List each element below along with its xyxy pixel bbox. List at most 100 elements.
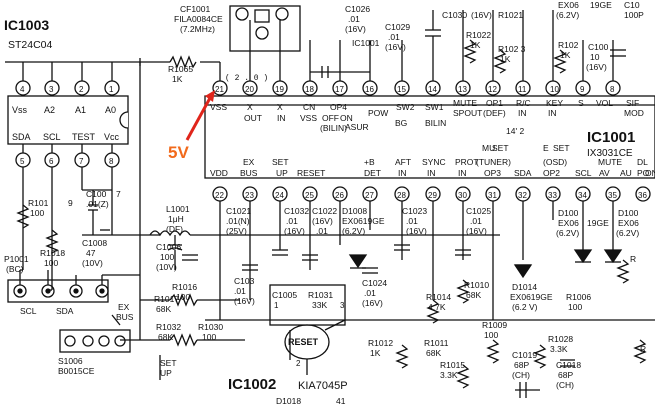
s1006-part: B0015CE [58,366,95,376]
c1006-value: 100 [160,252,174,262]
ic1002-reset-label: RESET [288,337,319,347]
bottom-mark: 41 [336,396,346,405]
pin-num: 26 [335,191,344,200]
pin-num: 27 [365,191,374,200]
r1030-value: 100 [202,332,216,342]
r1011-label: R1011 [424,338,449,348]
right-part-labels: R1014 4.7K R1010 68K R1012 1K R1011 68K … [276,208,646,405]
pin-num: 28 [397,191,406,200]
r1012-value: 1K [370,348,381,358]
pin-num: 17 [335,85,344,94]
r1009-value: 100 [484,330,498,340]
ic1002-part: KIA7045P [298,380,348,392]
pin-label: OP3 [484,168,501,178]
c1032-rating: (16V) [284,226,305,236]
ic1003-pin-label: A0 [105,105,116,115]
pin-label: BG [395,118,407,128]
r1026-value: 1K [560,50,571,60]
pin-label: (DEF) [483,108,506,118]
r1016-label: R1016 [172,282,197,292]
pin-label: VOL [596,98,613,108]
c1019-label: C1019 [512,350,537,360]
c1032-label: C1032 [284,206,309,216]
d1002-label: D100 [558,208,579,218]
ic1003-pin-num: 4 [20,85,25,94]
ex06-value: (6.2V) [556,10,579,20]
mid-part-labels: L1001 1μH (DF) C1006 100 (10V) C1021 .01… [156,204,491,310]
pin-num: 11 [518,85,527,94]
d1003-part: EX06 [618,218,639,228]
cf1001-label: CF1001 [180,4,211,14]
pin-label: SPOUT [453,108,482,118]
pin-label: OUT [244,113,262,123]
c1003-label: C103 [234,276,255,286]
pin-label: AU [620,168,632,178]
pin-num: 30 [458,191,467,200]
pin-label: BUS [240,168,258,178]
r1017-label: R1017 [154,294,179,304]
pin-label: MOD [624,108,644,118]
ic1003-pin-num: 8 [109,157,114,166]
voltage-arrow [185,90,215,141]
pin-num: 31 [488,191,497,200]
pin-label: OP4 [330,102,347,112]
pin-label: OFF [322,113,339,123]
pin-label: VDD [210,168,228,178]
pin-label: R/C [516,98,531,108]
pin-label: RESET [297,168,325,178]
ic1003-pin-label: SDA [12,132,31,142]
r1028-label: R1028 [548,334,573,344]
r1015-label: R1015 [440,360,465,370]
pin-num: 21 [215,85,224,94]
pin-label: SIF [626,98,639,108]
pin-num: 19 [275,85,284,94]
r1006-label: R1006 [566,292,591,302]
ic1002-pin: 3 [340,301,345,310]
c1022-value2: .01 [316,226,328,236]
pin-num: 35 [608,191,617,200]
p1001-label: P1001 [4,254,29,264]
c1029-rating: (16V) [385,42,406,52]
pin-num: 22 [215,191,224,200]
connector-pin-label: SCL [20,306,37,316]
ic1003-pin-num: 6 [49,157,54,166]
r1015-value: 3.3K [440,370,458,380]
c1007-pin: 7 [116,189,121,199]
pin-num: 25 [305,191,314,200]
c1028-label: C10 [624,0,640,10]
pin-label: (TUNER) [476,157,511,167]
pin-label: IN [277,113,286,123]
c1026-note: IC1001 [352,38,380,48]
pin-label: SET [492,143,509,153]
ic1003-part: ST24C04 [8,39,53,51]
pin-label: POW [368,108,388,118]
pin-label: AV [599,168,610,178]
ic1001-body [204,95,655,179]
pin-label: KEY [546,98,563,108]
d1018-label: D1018 [276,396,301,405]
c1018-note: (CH) [556,380,574,390]
connector-pin-label: BUS [116,312,134,322]
pin-label: DET [364,168,381,178]
r1023-label: R102 3 [498,44,526,54]
pin-num: 18 [305,85,314,94]
pin-label: PO [637,168,650,178]
pin-label: VSS [210,102,227,112]
connector-pin-label: SDA [56,306,74,316]
ic1003-pin-num: 7 [79,157,84,166]
19ge-label: 19GE [587,218,609,228]
r1017-value: 68K [156,304,171,314]
c1008-value: 47 [86,248,96,258]
r1030-label: R1030 [198,322,223,332]
pin-label: MU [482,143,495,153]
c1018-value: 68P [558,370,573,380]
c1019-value: 68P [514,360,529,370]
c1006-rating: (10V) [156,262,177,272]
c1028-value: 100P [624,10,644,20]
ex06-label: EX06 [558,0,579,10]
c1007-label: C100 [86,189,107,199]
pin-label: AFT [395,157,411,167]
c1031-label: C100 [588,42,609,52]
pin-label: SCL [575,168,592,178]
r1014-label: R1014 [426,292,451,302]
